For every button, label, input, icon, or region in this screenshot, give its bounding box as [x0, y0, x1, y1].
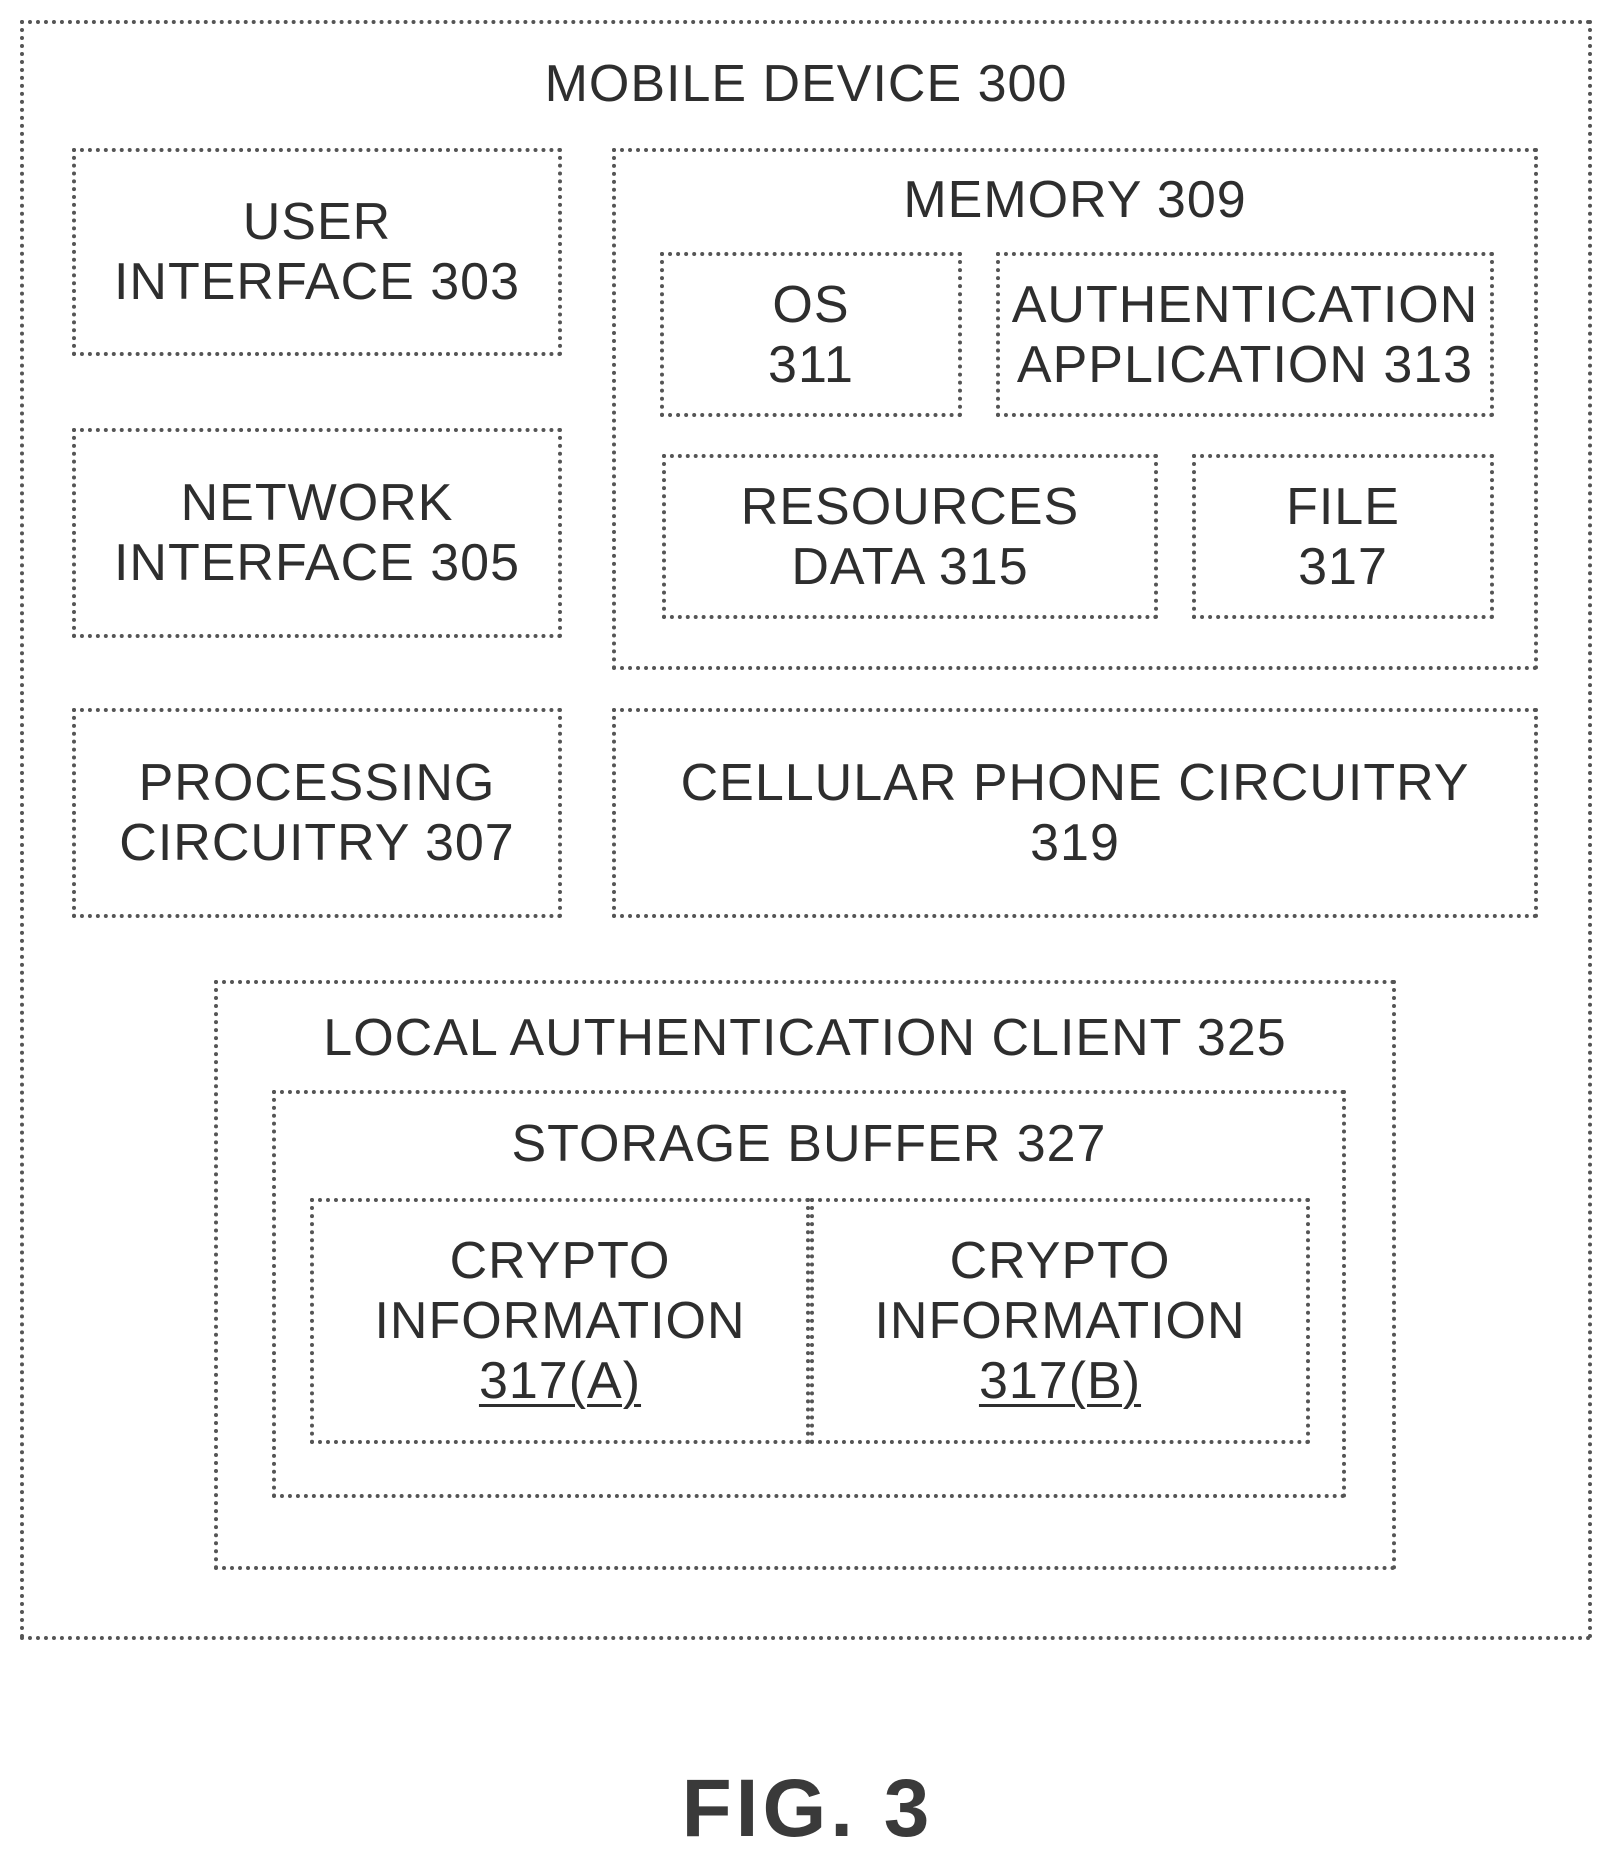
crypto-b-line1: CRYPTO	[814, 1231, 1306, 1291]
processing-circuitry-line1: PROCESSING	[76, 753, 558, 813]
cellular-circuitry-line2: 319	[616, 813, 1534, 873]
os-box: OS 311	[660, 252, 962, 417]
network-interface-box: NETWORK INTERFACE 305	[72, 428, 562, 638]
crypto-a-line1: CRYPTO	[314, 1231, 806, 1291]
crypto-a-line2: INFORMATION	[314, 1291, 806, 1351]
network-interface-line1: NETWORK	[76, 473, 558, 533]
memory-box: MEMORY 309 OS 311 AUTHENTICATION APPLICA…	[612, 148, 1538, 670]
authentication-application-box: AUTHENTICATION APPLICATION 313	[996, 252, 1494, 417]
authentication-application-line2: APPLICATION 313	[1000, 335, 1490, 395]
resources-data-box: RESOURCES DATA 315	[662, 454, 1158, 619]
processing-circuitry-text: PROCESSING CIRCUITRY 307	[76, 753, 558, 873]
file-line1: FILE	[1196, 477, 1490, 537]
os-text: OS 311	[664, 275, 958, 395]
figure-caption: FIG. 3	[0, 1762, 1615, 1856]
storage-buffer-label: STORAGE BUFFER 327	[276, 1114, 1342, 1174]
mobile-device-label: MOBILE DEVICE 300	[24, 54, 1588, 114]
file-text: FILE 317	[1196, 477, 1490, 597]
crypto-b-ref: 317(B)	[979, 1352, 1141, 1410]
os-line2: 311	[664, 335, 958, 395]
storage-buffer-box: STORAGE BUFFER 327 CRYPTO INFORMATION 31…	[272, 1090, 1346, 1498]
authentication-application-text: AUTHENTICATION APPLICATION 313	[1000, 275, 1490, 395]
crypto-information-a-box: CRYPTO INFORMATION 317(A)	[310, 1198, 810, 1444]
crypto-b-line2: INFORMATION	[814, 1291, 1306, 1351]
file-line2: 317	[1196, 537, 1490, 597]
crypto-a-ref: 317(A)	[479, 1352, 641, 1410]
resources-data-text: RESOURCES DATA 315	[666, 477, 1154, 597]
processing-circuitry-box: PROCESSING CIRCUITRY 307	[72, 708, 562, 918]
file-box: FILE 317	[1192, 454, 1494, 619]
user-interface-line1: USER	[76, 192, 558, 252]
authentication-application-line1: AUTHENTICATION	[1000, 275, 1490, 335]
crypto-information-a-text: CRYPTO INFORMATION 317(A)	[314, 1231, 806, 1411]
memory-label: MEMORY 309	[616, 170, 1534, 230]
network-interface-line2: INTERFACE 305	[76, 533, 558, 593]
os-line1: OS	[664, 275, 958, 335]
crypto-information-b-box: CRYPTO INFORMATION 317(B)	[810, 1198, 1310, 1444]
cellular-circuitry-box: CELLULAR PHONE CIRCUITRY 319	[612, 708, 1538, 918]
cellular-circuitry-text: CELLULAR PHONE CIRCUITRY 319	[616, 753, 1534, 873]
network-interface-text: NETWORK INTERFACE 305	[76, 473, 558, 593]
user-interface-text: USER INTERFACE 303	[76, 192, 558, 312]
cellular-circuitry-line1: CELLULAR PHONE CIRCUITRY	[616, 753, 1534, 813]
processing-circuitry-line2: CIRCUITRY 307	[76, 813, 558, 873]
local-authentication-client-label: LOCAL AUTHENTICATION CLIENT 325	[218, 1008, 1392, 1068]
user-interface-box: USER INTERFACE 303	[72, 148, 562, 356]
crypto-information-b-text: CRYPTO INFORMATION 317(B)	[814, 1231, 1306, 1411]
user-interface-line2: INTERFACE 303	[76, 252, 558, 312]
resources-data-line2: DATA 315	[666, 537, 1154, 597]
local-authentication-client-box: LOCAL AUTHENTICATION CLIENT 325 STORAGE …	[214, 980, 1396, 1570]
resources-data-line1: RESOURCES	[666, 477, 1154, 537]
